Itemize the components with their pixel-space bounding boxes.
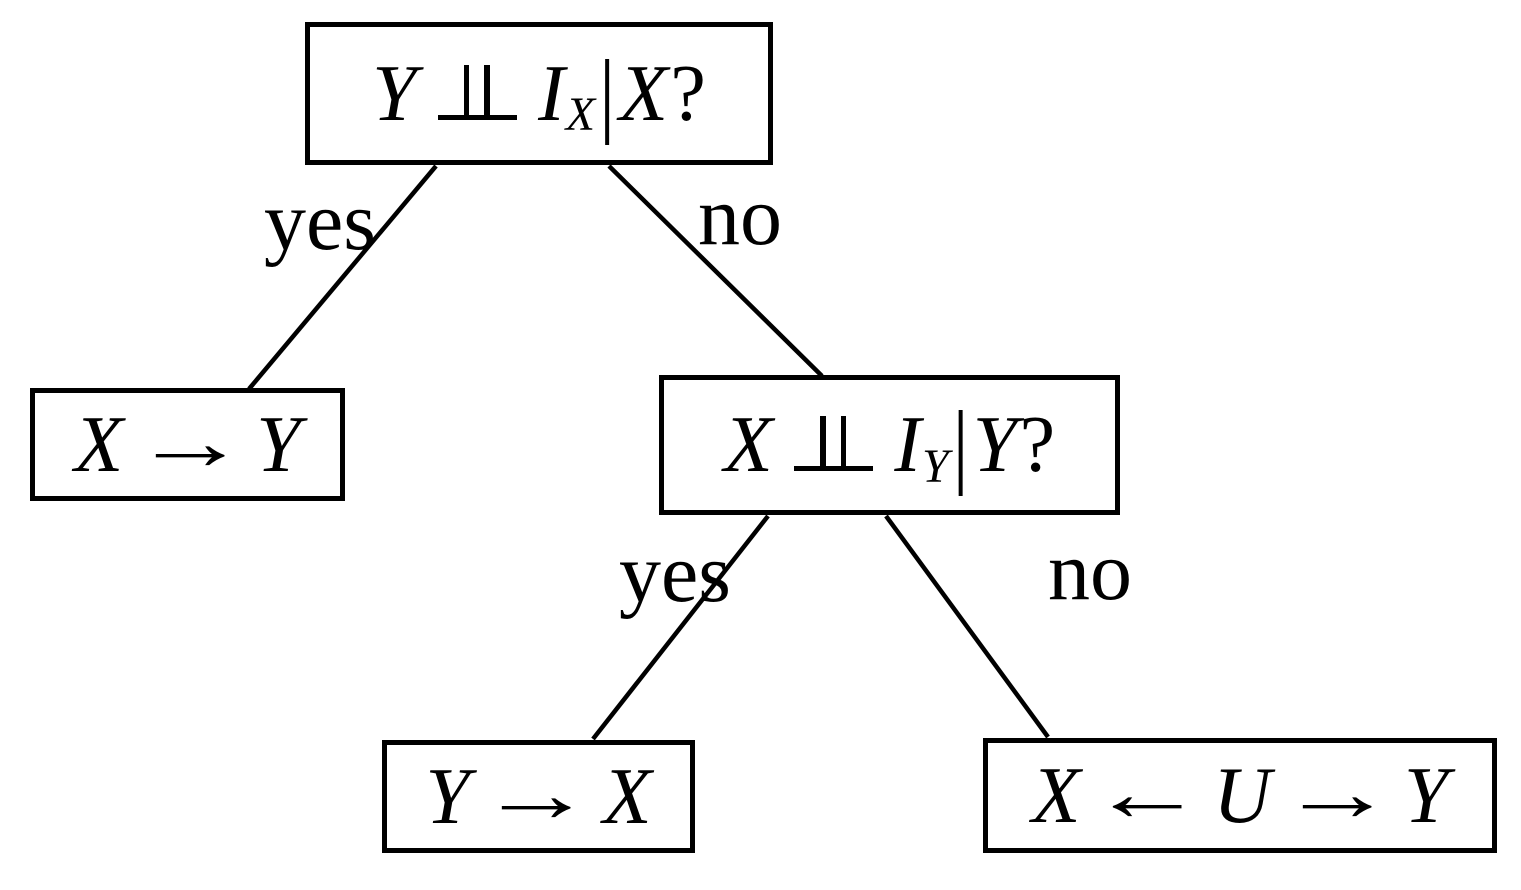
root-intervention-var: I xyxy=(538,49,565,138)
mid-lhs-var: X xyxy=(723,401,773,489)
left-arrow-icon: ← xyxy=(1088,749,1205,838)
root-conditioning-bar: | xyxy=(599,41,616,146)
edge-label-mid-no: no xyxy=(1048,525,1132,618)
independence-icon xyxy=(438,64,517,120)
root-given-var: X xyxy=(619,49,668,138)
edge-root-yes-line xyxy=(247,164,438,391)
node-x-causes-y: X→Y xyxy=(30,388,345,501)
mid-question-mark: ? xyxy=(1019,401,1056,489)
root-intervention-subscript: X xyxy=(565,88,596,142)
node-confounder: X←U→Y xyxy=(983,738,1497,853)
edge-label-mid-yes: yes xyxy=(619,527,731,620)
mid-intervention-subscript: Y xyxy=(921,439,949,493)
node-y-causes-x: Y→X xyxy=(382,740,695,853)
mid-conditioning-bar: | xyxy=(952,393,969,497)
edge-label-root-yes: yes xyxy=(264,175,376,268)
right-arrow-icon: → xyxy=(478,750,595,839)
effect-var: X xyxy=(602,752,652,841)
cause-var: Y xyxy=(425,752,470,841)
independence-icon xyxy=(794,416,873,471)
x-causes-y-text: X→Y xyxy=(74,398,300,487)
confounder-text: X←U→Y xyxy=(1032,749,1449,838)
root-lhs-var: Y xyxy=(372,49,417,138)
edge-mid-no-line xyxy=(884,514,1050,739)
mid-given-var: Y xyxy=(972,401,1018,489)
right-arrow-icon: → xyxy=(1279,749,1396,838)
edge-label-root-no: no xyxy=(698,170,782,263)
edge-root-no-line xyxy=(607,164,824,378)
mid-intervention-var: I xyxy=(894,401,921,489)
confounded-left-var: X xyxy=(1031,751,1081,840)
node-mid-question: X IY|Y? xyxy=(659,375,1120,515)
confounded-right-var: Y xyxy=(1403,751,1449,840)
effect-var: Y xyxy=(256,400,301,489)
root-question-mark: ? xyxy=(670,49,706,138)
y-causes-x-text: Y→X xyxy=(425,750,651,839)
node-root-question: Y IX|X? xyxy=(305,22,773,165)
cause-var: X xyxy=(74,400,124,489)
edge-mid-yes-line xyxy=(591,514,770,741)
confounder-var: U xyxy=(1213,751,1272,840)
right-arrow-icon: → xyxy=(131,398,248,487)
